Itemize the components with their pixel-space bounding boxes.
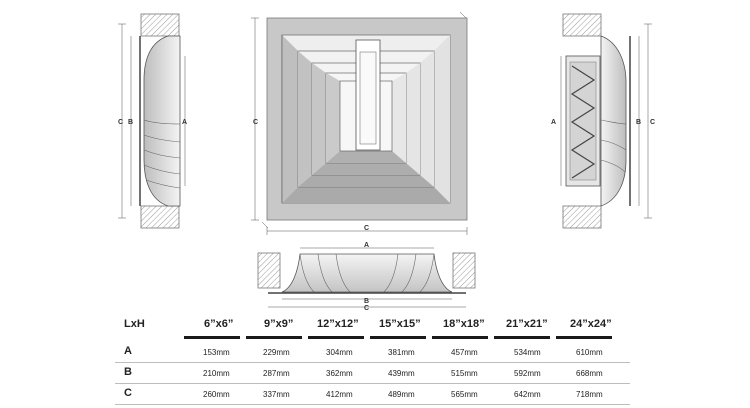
dim-label-a-left: A	[182, 119, 187, 126]
right-side-view: A B C	[551, 13, 655, 229]
column-underline	[494, 336, 550, 339]
front-view: C C	[251, 11, 468, 235]
left-side-view: C B A	[118, 13, 187, 229]
column-header: 9”x9”	[264, 318, 294, 330]
ceiling-block-bottom-view-right	[452, 252, 476, 289]
dim-label-c-right: C	[650, 119, 655, 126]
size-table: LxH 6”x6” 9”x9” 12”x12” 15”x15” 18”x18” …	[0, 312, 750, 408]
table-cell: 337mm	[263, 390, 290, 399]
table-cell: 439mm	[388, 369, 415, 378]
table-cell: 534mm	[514, 348, 541, 357]
diffuser-side-profile	[143, 35, 181, 207]
table-corner-label: LxH	[124, 318, 145, 330]
table-cell: 362mm	[326, 369, 353, 378]
table-cell: 412mm	[326, 390, 353, 399]
dim-label-b-left: B	[128, 119, 133, 126]
diffuser-drawings: C B A C C	[118, 11, 655, 312]
dim-label-c-front-bottom: C	[364, 225, 369, 232]
ceiling-block-bottom-left	[140, 205, 180, 229]
column-underline	[184, 336, 240, 339]
column-header: 21”x21”	[506, 318, 548, 330]
table-cell: 610mm	[576, 348, 603, 357]
table-cell: 565mm	[451, 390, 478, 399]
damper-blades	[570, 65, 596, 179]
column-underline	[556, 336, 612, 339]
table-cell: 304mm	[326, 348, 353, 357]
row-label: B	[124, 366, 132, 378]
column-header: 18”x18”	[443, 318, 485, 330]
dim-label-a-bottom: A	[364, 242, 369, 249]
column-underline	[370, 336, 426, 339]
dim-label-b-bottom: B	[364, 298, 369, 305]
ceiling-block-bottom-right	[562, 205, 602, 229]
table-cell: 210mm	[203, 369, 230, 378]
row-label: C	[124, 387, 132, 399]
row-label: A	[124, 345, 132, 357]
column-header: 6”x6”	[204, 318, 234, 330]
diffuser-side-profile-right	[600, 35, 627, 207]
column-header: 12”x12”	[317, 318, 359, 330]
row-divider	[115, 383, 630, 384]
table-cell: 668mm	[576, 369, 603, 378]
bottom-section-view: A B C	[257, 242, 476, 312]
dim-label-c-front-side: C	[253, 119, 258, 126]
row-divider	[115, 362, 630, 363]
row-divider	[115, 404, 630, 405]
dim-label-a-right: A	[551, 119, 556, 126]
table-cell: 229mm	[263, 348, 290, 357]
table-cell: 457mm	[451, 348, 478, 357]
table-cell: 287mm	[263, 369, 290, 378]
table-cell: 592mm	[514, 369, 541, 378]
column-header: 15”x15”	[379, 318, 421, 330]
diffuser-section-profile	[281, 253, 453, 293]
table-cell: 642mm	[514, 390, 541, 399]
column-underline	[308, 336, 364, 339]
table-cell: 489mm	[388, 390, 415, 399]
dim-label-b-right: B	[636, 119, 641, 126]
table-cell: 515mm	[451, 369, 478, 378]
ceiling-block-bottom-view-left	[257, 252, 281, 289]
column-underline	[432, 336, 488, 339]
ceiling-block-top-right	[562, 13, 602, 37]
dim-label-c-bottom: C	[364, 305, 369, 312]
column-header: 24”x24”	[570, 318, 612, 330]
ceiling-block-top-left	[140, 13, 180, 37]
table-cell: 260mm	[203, 390, 230, 399]
table-cell: 718mm	[576, 390, 603, 399]
column-underline	[246, 336, 302, 339]
dim-label-c-left: C	[118, 119, 123, 126]
table-cell: 153mm	[203, 348, 230, 357]
table-cell: 381mm	[388, 348, 415, 357]
